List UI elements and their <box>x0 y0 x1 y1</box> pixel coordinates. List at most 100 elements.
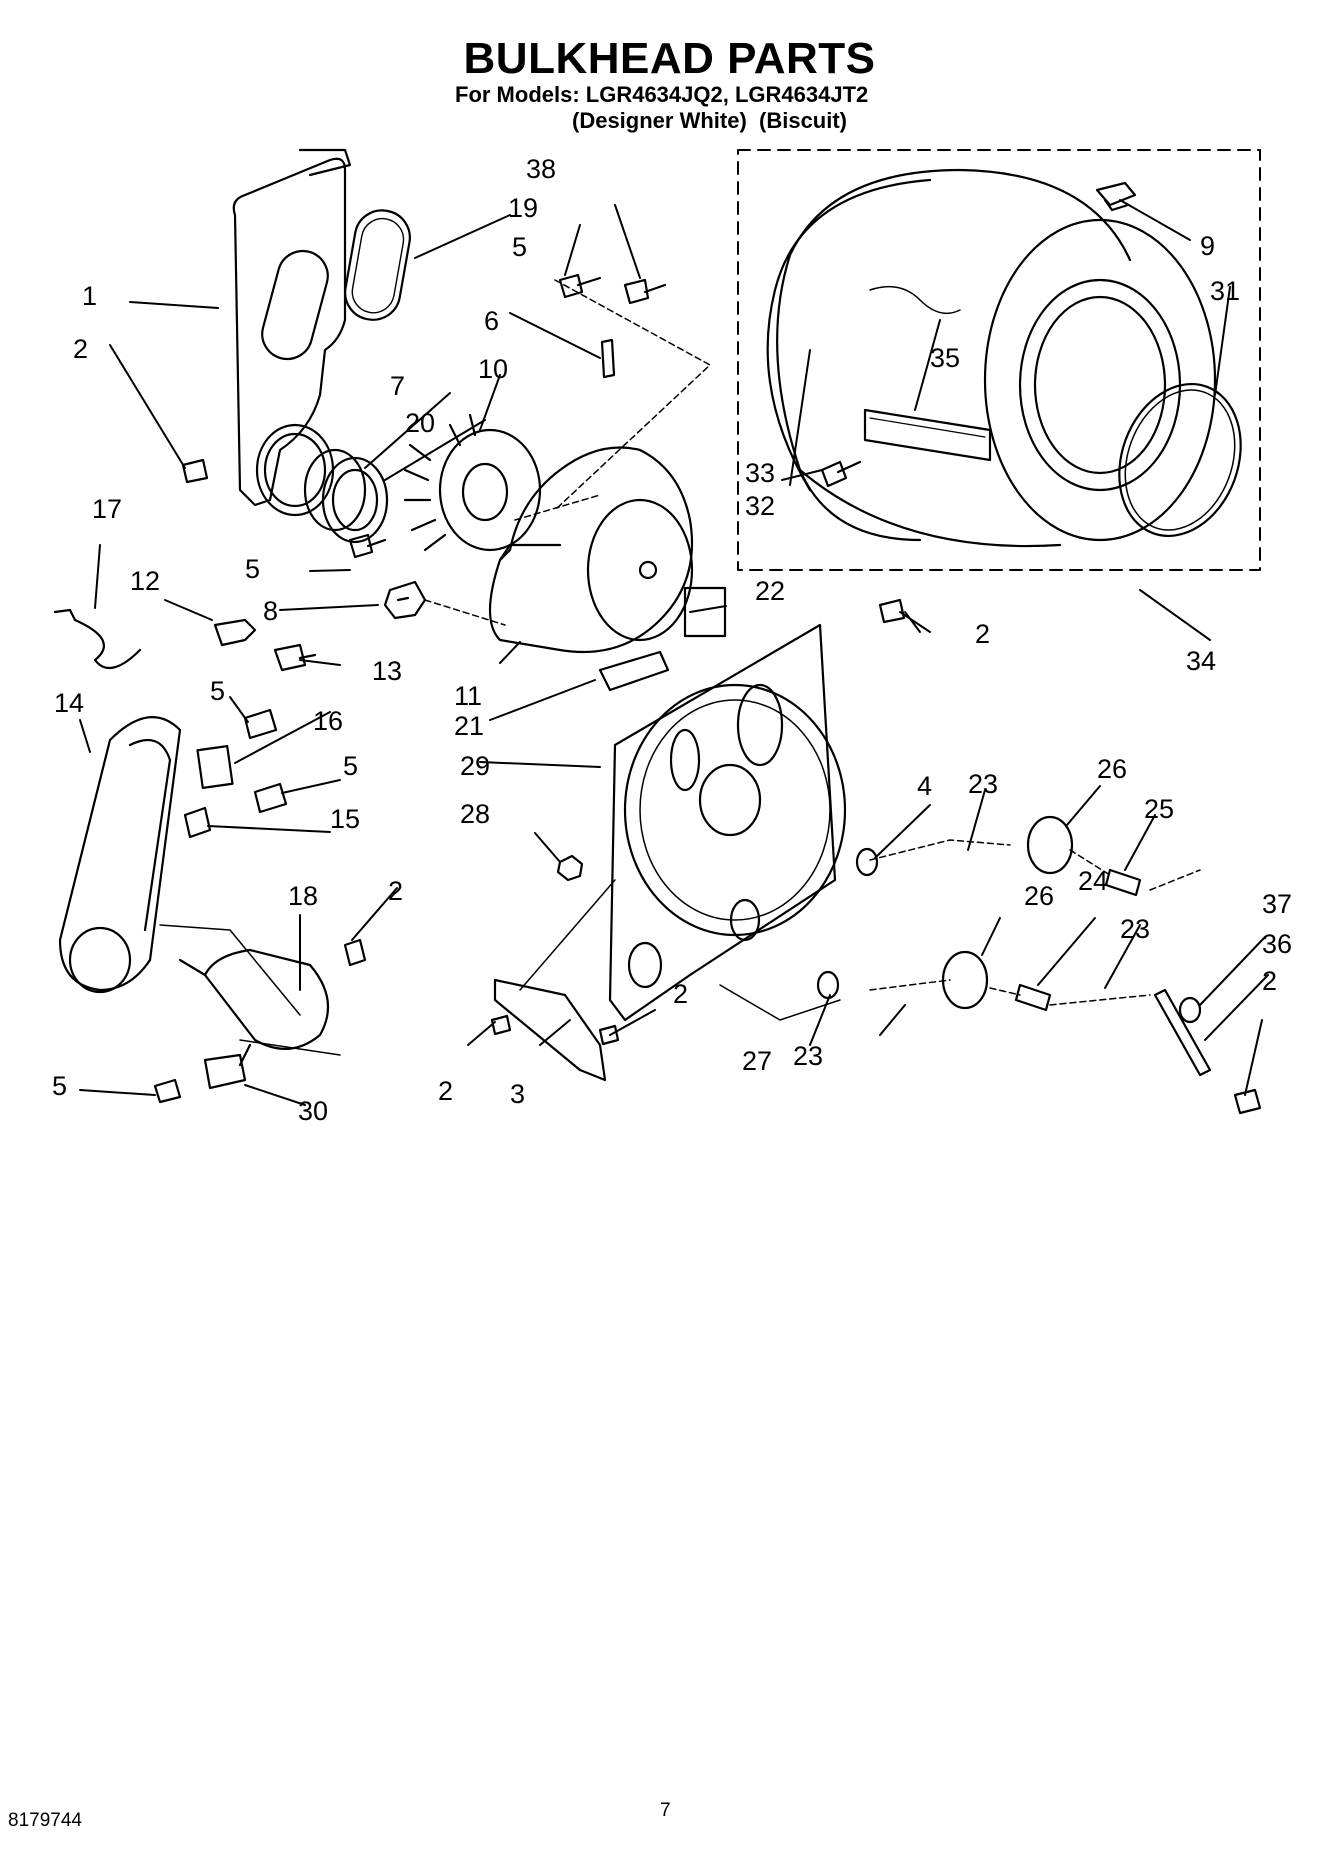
callout-27: 27 <box>742 1046 772 1076</box>
part-26-roller-a <box>1026 815 1074 875</box>
part-5-screw-a <box>558 273 602 299</box>
color-variants: (Designer White) (Biscuit) <box>572 108 848 133</box>
part-2-screw-c <box>181 458 209 484</box>
part-20-duct <box>321 456 389 544</box>
part-4-washer <box>855 847 879 877</box>
callout-9: 9 <box>1200 231 1215 261</box>
models-line: For Models: LGR4634JQ2, LGR4634JT2 <box>455 82 869 107</box>
part-10-blower-wheel <box>403 413 542 552</box>
callout-2e: 2 <box>673 979 688 1009</box>
leader-lines <box>79 199 1269 1106</box>
callout-3: 3 <box>510 1079 525 1109</box>
document-number: 8179744 <box>8 1810 82 1831</box>
connecting-lines <box>424 279 1201 1006</box>
callout-2b: 2 <box>388 876 403 906</box>
part-30-bracket <box>203 1043 252 1090</box>
callout-16: 16 <box>313 706 343 736</box>
part-27-washer <box>816 970 840 1000</box>
part-2-screw-f <box>1233 1088 1262 1115</box>
part-22-label <box>683 586 727 638</box>
callout-20: 20 <box>405 408 435 438</box>
callout-38: 38 <box>526 154 556 184</box>
part-9-clip <box>1095 181 1137 212</box>
part-37-washer <box>1178 996 1202 1024</box>
callout-33: 33 <box>745 458 775 488</box>
drum-assembly-box <box>737 149 1261 571</box>
callout-32: 32 <box>745 491 775 521</box>
callout-15: 15 <box>330 804 360 834</box>
part-5-screw-c <box>243 708 278 740</box>
part-28-nut <box>556 854 584 882</box>
callout-8: 8 <box>263 596 278 626</box>
callout-23c: 23 <box>793 1041 823 1071</box>
callout-26: 26 <box>1097 754 1127 784</box>
callout-26b: 26 <box>1024 881 1054 911</box>
callout-30: 30 <box>298 1096 328 1126</box>
part-7-seal <box>303 448 367 532</box>
part-2-screw-b <box>878 598 906 624</box>
callout-35: 35 <box>930 343 960 373</box>
callout-19: 19 <box>508 193 538 223</box>
part-14-burner-housing <box>58 716 182 994</box>
callout-28: 28 <box>460 799 490 829</box>
part-18-burner-tube <box>178 948 330 1050</box>
wire-lines <box>159 879 841 1056</box>
part-19-screw <box>623 278 667 305</box>
callout-2c: 2 <box>975 619 990 649</box>
callout-11: 11 <box>454 681 482 711</box>
part-5-screw-b <box>348 533 387 559</box>
callout-2f: 2 <box>438 1076 453 1106</box>
part-36-bracket <box>1153 988 1212 1077</box>
callout-2: 2 <box>73 334 88 364</box>
callout-13: 13 <box>372 656 402 686</box>
part-21-strip <box>598 650 670 692</box>
part-29-bulkhead <box>608 623 847 1022</box>
part-1-front-panel <box>232 148 352 517</box>
page-title: BULKHEAD PARTS <box>463 34 876 83</box>
part-8-thermostat <box>383 580 427 620</box>
part-38-gasket <box>344 209 411 321</box>
part-17-wire <box>53 608 142 670</box>
callout-31: 31 <box>1210 276 1240 306</box>
callout-23b: 23 <box>1120 914 1150 944</box>
callout-5c: 5 <box>210 676 225 706</box>
callout-6: 6 <box>484 306 499 336</box>
part-3-bracket <box>493 978 607 1082</box>
callout-10: 10 <box>478 354 508 384</box>
drum <box>766 168 1217 548</box>
callout-5: 5 <box>512 232 527 262</box>
callout-21: 21 <box>454 711 484 741</box>
part-24-shaft <box>1014 983 1052 1012</box>
callout-2d: 2 <box>1262 966 1277 996</box>
part-26-roller-b <box>941 950 989 1010</box>
part-31-rear-seal <box>1118 382 1242 538</box>
callout-23: 23 <box>968 769 998 799</box>
callout-36: 36 <box>1262 929 1292 959</box>
callout-25: 25 <box>1144 794 1174 824</box>
callout-17: 17 <box>92 494 122 524</box>
callout-24: 24 <box>1078 866 1108 896</box>
part-6-clip <box>600 338 616 379</box>
callout-14: 14 <box>54 688 84 718</box>
callout-5d: 5 <box>343 751 358 781</box>
part-2-screw-e <box>598 1024 620 1046</box>
part-15-clip <box>183 806 212 839</box>
callout-4: 4 <box>917 771 932 801</box>
part-13-screw <box>273 643 317 672</box>
callout-labels: 38 19 5 1 6 2 10 7 20 17 5 12 8 13 11 21… <box>52 154 1292 1126</box>
callout-37: 37 <box>1262 889 1292 919</box>
callout-18: 18 <box>288 881 318 911</box>
part-5-screw-d <box>253 782 288 814</box>
part-2-screw-a <box>343 938 367 967</box>
part-5-screw-e <box>153 1078 182 1104</box>
callout-22: 22 <box>755 576 785 606</box>
callout-12: 12 <box>130 566 160 596</box>
part-12-bracket <box>213 618 257 647</box>
callout-34: 34 <box>1186 646 1216 676</box>
part-32-screw <box>820 460 862 488</box>
callout-5b: 5 <box>245 554 260 584</box>
part-2-screw-d <box>490 1014 512 1036</box>
page-number: 7 <box>660 1800 671 1821</box>
part-11-blower-housing <box>488 446 694 654</box>
